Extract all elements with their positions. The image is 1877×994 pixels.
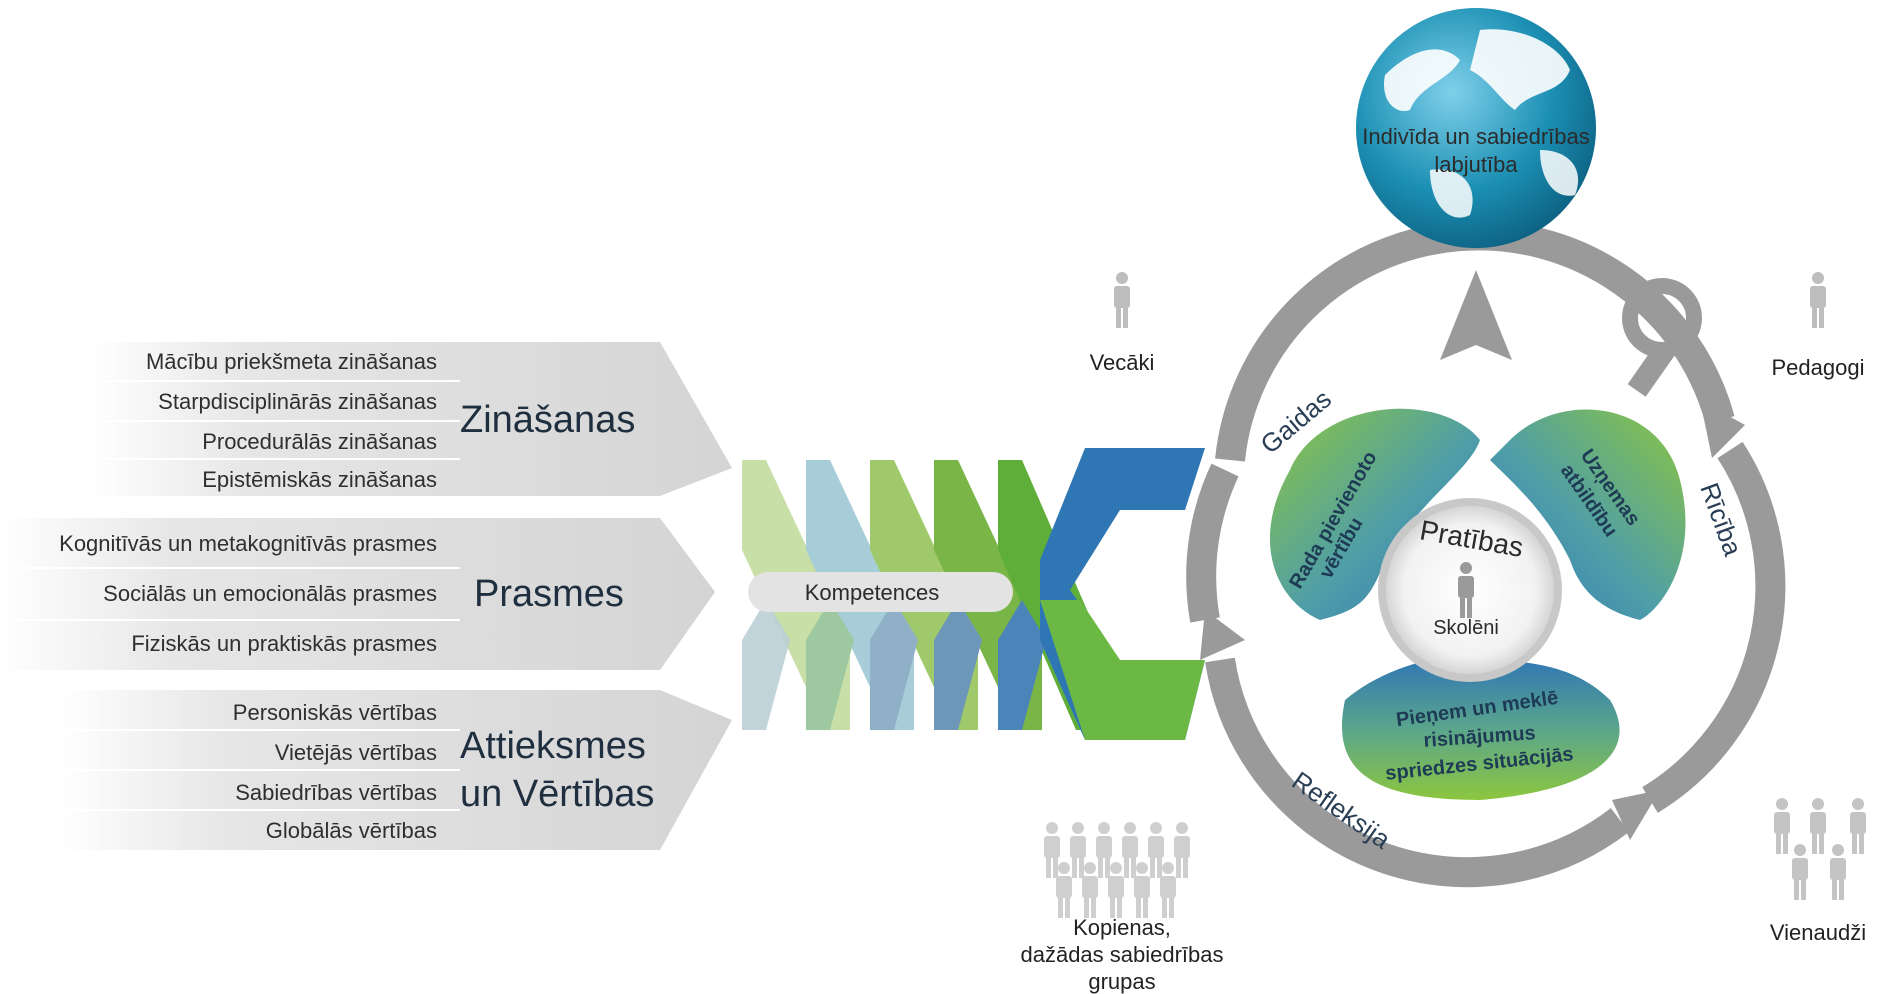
stakeholder-parents: Vecāki <box>1090 350 1155 375</box>
band-skills <box>0 518 715 670</box>
band-separators <box>0 380 460 811</box>
skills-title: Prasmes <box>474 573 624 615</box>
goal-line2: labjutība <box>1434 152 1518 177</box>
skills-item: Fiziskās un praktiskās prasmes <box>131 631 437 656</box>
competences-pill <box>748 572 1013 612</box>
knowledge-item: Procedurālās zināšanas <box>202 429 437 454</box>
competences-label: Kompetences <box>805 580 940 605</box>
compass-ring <box>1186 220 1786 888</box>
peers-icon <box>1774 798 1866 900</box>
knowledge-item: Starpdisciplinārās zināšanas <box>158 389 437 414</box>
skills-item: Kognitīvās un metakognitīvās prasmes <box>59 531 437 556</box>
teacher-icon <box>1810 272 1826 328</box>
stakeholder-peers: Vienaudži <box>1770 920 1866 945</box>
stakeholder-communities-line3: grupas <box>1088 969 1155 994</box>
globe-icon <box>1356 8 1596 248</box>
goal-line1: Indivīda un sabiedrības <box>1362 124 1590 149</box>
petal-left <box>1269 408 1480 620</box>
values-title: Attieksmes <box>460 725 646 767</box>
community-icon <box>1044 822 1190 918</box>
knowledge-item: Mācību priekšmeta zināšanas <box>146 349 437 374</box>
values-title: un Vērtības <box>460 773 654 815</box>
north-pointer <box>1440 270 1512 360</box>
petal-bottom <box>1341 657 1620 800</box>
parent-icon <box>1114 272 1130 328</box>
values-item: Sabiedrības vērtības <box>235 780 437 805</box>
values-item: Globālās vērtības <box>266 818 437 843</box>
knowledge-item: Epistēmiskās zināšanas <box>202 467 437 492</box>
stakeholder-communities-line2: dažādas sabiedrības <box>1020 942 1223 967</box>
values-item: Vietējās vērtības <box>275 740 437 765</box>
stakeholder-teachers: Pedagogi <box>1772 355 1865 380</box>
knowledge-title: Zināšanas <box>460 399 635 441</box>
values-item: Personiskās vērtības <box>233 700 437 725</box>
center-student: Skolēni <box>1433 617 1499 639</box>
stakeholder-communities-line1: Kopienas, <box>1073 915 1171 940</box>
petal-right <box>1490 409 1686 620</box>
skills-item: Sociālās un emocionālās prasmes <box>103 581 437 606</box>
